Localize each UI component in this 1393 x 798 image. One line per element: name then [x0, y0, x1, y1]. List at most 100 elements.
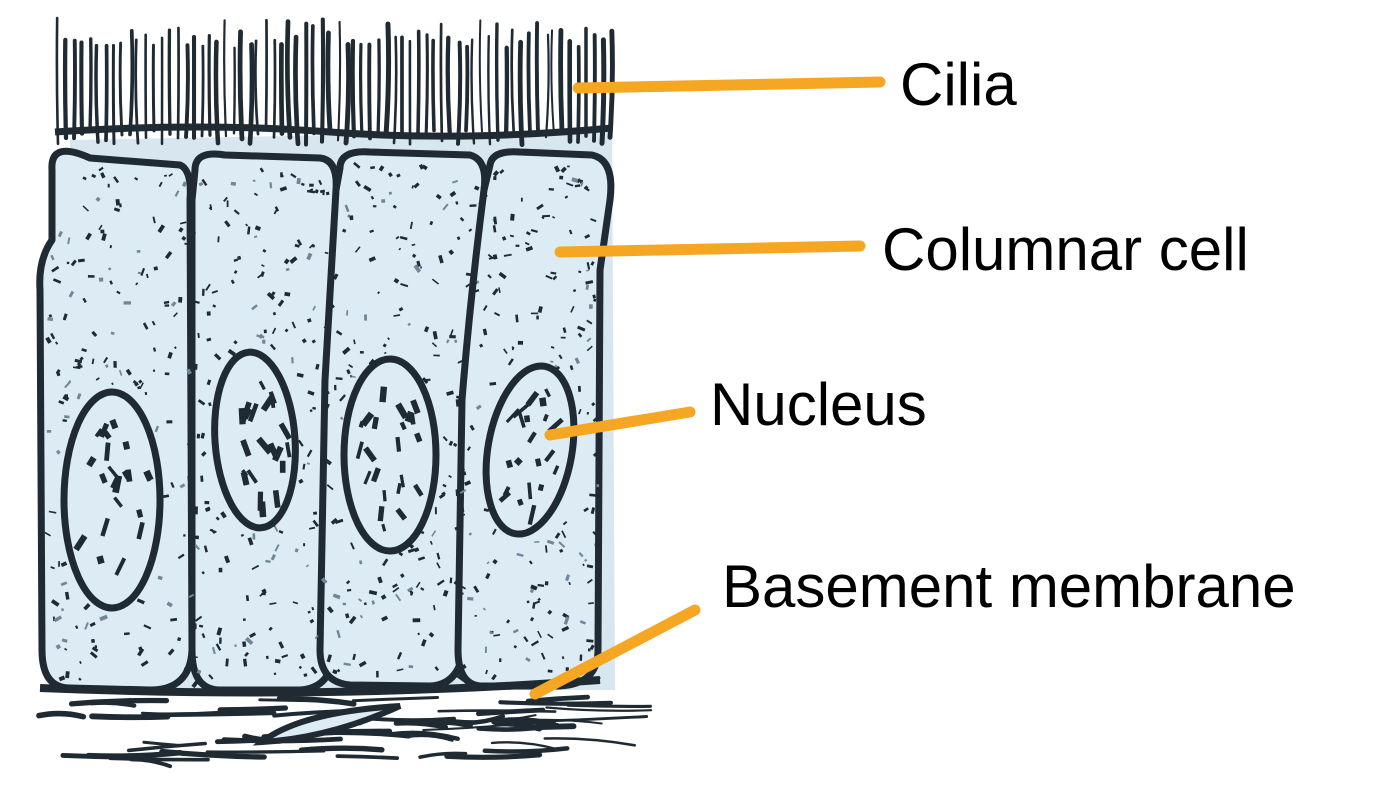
- connective-fiber: [337, 756, 397, 758]
- speck: [580, 655, 583, 661]
- speck: [231, 182, 236, 186]
- speck: [364, 314, 367, 320]
- speck: [413, 618, 421, 622]
- speck: [219, 638, 222, 644]
- speck: [165, 304, 170, 306]
- cilium: [426, 35, 427, 138]
- speck: [264, 330, 267, 334]
- speck: [467, 597, 473, 601]
- cilium: [312, 26, 314, 133]
- speck: [190, 574, 192, 581]
- connective-fiber: [207, 751, 323, 752]
- speck: [545, 581, 549, 585]
- connective-fiber: [492, 742, 556, 749]
- speck: [326, 192, 330, 196]
- speck: [243, 618, 246, 621]
- connective-fiber: [220, 708, 285, 710]
- connective-fiber: [280, 698, 354, 703]
- speck: [343, 603, 347, 606]
- speck: [561, 337, 566, 339]
- speck: [178, 297, 182, 303]
- speck: [435, 507, 437, 514]
- speck: [194, 623, 196, 629]
- cilium: [488, 36, 490, 144]
- connective-fiber: [447, 755, 540, 758]
- speck: [113, 361, 116, 368]
- connective-fiber: [568, 705, 650, 706]
- speck: [219, 568, 223, 573]
- cilium: [537, 23, 538, 131]
- fibroblast: [262, 706, 400, 742]
- speck: [266, 656, 269, 659]
- speck: [119, 203, 122, 207]
- columnar-cell-label: Columnar cell: [882, 220, 1249, 280]
- cilium: [240, 32, 242, 139]
- speck: [322, 192, 324, 196]
- cilium: [130, 31, 132, 135]
- speck: [145, 392, 147, 395]
- speck: [350, 215, 354, 220]
- speck: [227, 200, 229, 207]
- speck: [309, 184, 314, 187]
- connective-fiber: [63, 755, 150, 757]
- speck: [99, 278, 103, 282]
- basement-membrane-label: Basement membrane: [722, 557, 1296, 617]
- speck: [470, 204, 477, 207]
- speck: [334, 385, 336, 390]
- speck: [165, 372, 170, 375]
- speck: [242, 641, 246, 647]
- cilia-label: Cilia: [900, 55, 1017, 115]
- cilium: [234, 48, 235, 133]
- basement-membrane-fibers: [39, 680, 651, 766]
- nucleus: [64, 392, 160, 608]
- speck: [548, 670, 553, 673]
- cilium: [186, 45, 188, 137]
- speck: [183, 534, 185, 536]
- cilium: [74, 41, 75, 138]
- cilium: [433, 41, 434, 131]
- cilium: [353, 41, 354, 136]
- cilium: [266, 20, 267, 130]
- speck: [485, 647, 487, 653]
- speck: [64, 415, 70, 418]
- speck: [192, 535, 199, 539]
- cilium: [287, 22, 290, 138]
- cilium: [386, 24, 389, 135]
- speck: [420, 266, 422, 268]
- connective-fiber: [529, 726, 573, 727]
- cilium: [551, 30, 554, 134]
- connective-fiber: [439, 711, 556, 712]
- speck: [493, 176, 496, 180]
- speck: [531, 313, 538, 315]
- speck: [252, 533, 255, 539]
- speck: [518, 341, 523, 345]
- speck: [536, 316, 539, 320]
- speck: [58, 561, 60, 567]
- connective-fiber: [365, 718, 454, 720]
- connective-fiber: [165, 713, 274, 715]
- nucleus-label: Nucleus: [710, 375, 927, 435]
- cilia-leader-line: [578, 82, 880, 88]
- cilium: [520, 42, 522, 144]
- cilium: [546, 35, 549, 138]
- connective-fiber: [72, 700, 167, 703]
- nucleus: [344, 359, 436, 551]
- speck: [88, 275, 95, 278]
- speck: [47, 430, 51, 433]
- cilium: [394, 37, 396, 143]
- speck: [296, 178, 300, 184]
- speck: [578, 386, 581, 392]
- speck: [197, 434, 200, 439]
- speck: [475, 615, 477, 617]
- speck: [65, 394, 69, 397]
- speck: [373, 205, 376, 207]
- speck: [456, 489, 459, 496]
- speck: [360, 351, 364, 354]
- speck: [312, 245, 315, 248]
- cilium: [169, 30, 170, 134]
- connective-fiber: [353, 698, 437, 701]
- cilium: [328, 33, 330, 131]
- cilium: [378, 40, 379, 135]
- speck: [166, 420, 172, 423]
- chromatin-fleck: [258, 492, 264, 511]
